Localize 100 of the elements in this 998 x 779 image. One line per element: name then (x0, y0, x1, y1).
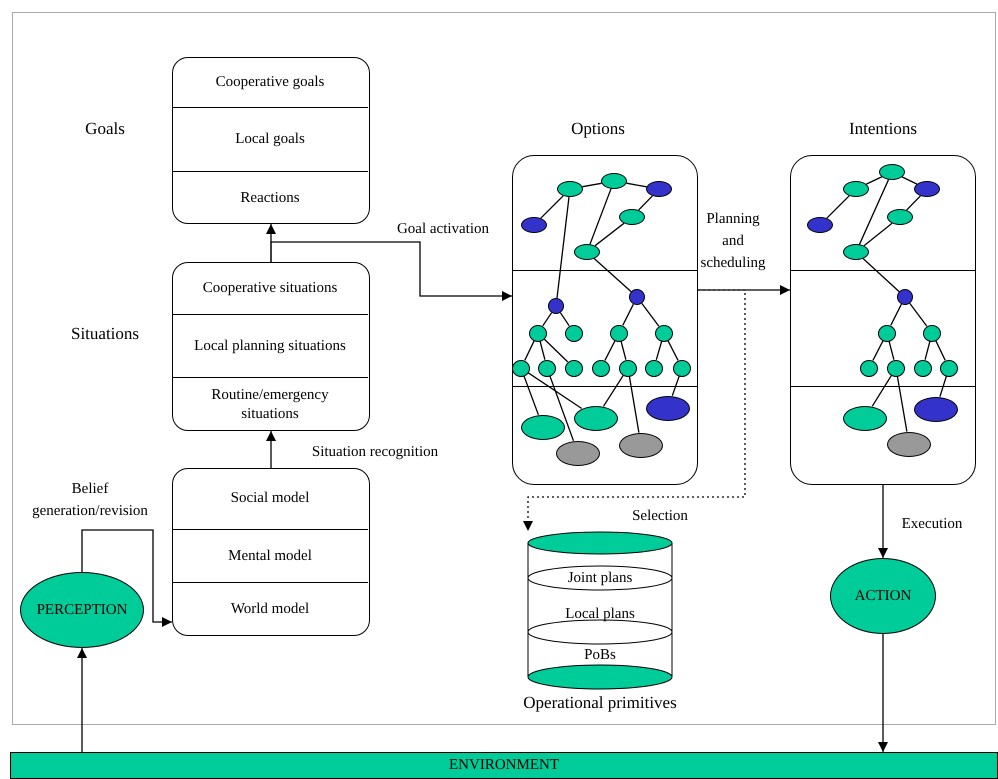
tree-node (610, 324, 628, 342)
connector-line (924, 341, 931, 360)
tree-node (914, 360, 932, 376)
tree-node (646, 181, 672, 197)
tree-node (887, 360, 905, 376)
section-heading: Intentions (849, 119, 917, 139)
arrow (523, 289, 746, 531)
connector-line (667, 340, 679, 361)
connector-line (864, 222, 892, 246)
tree-node (548, 298, 564, 314)
arrow (878, 634, 888, 752)
state-ellipse: PERCEPTION (20, 572, 144, 648)
panel-section: Cooperative situations (172, 262, 368, 315)
panel (172, 262, 370, 431)
tree-node (897, 289, 913, 305)
tree-node (914, 181, 940, 197)
panel-section: Reactions (172, 172, 368, 224)
connector-line (582, 182, 602, 188)
section-heading: Options (571, 119, 625, 139)
tree-node (923, 324, 941, 342)
environment-bar: ENVIRONMENT (10, 752, 998, 779)
connector-line (589, 188, 612, 244)
section-heading: Situations (71, 324, 139, 344)
panel-section: Local goals (172, 108, 368, 172)
arrow (878, 485, 888, 558)
connector-line (542, 312, 552, 326)
tree-node (529, 324, 547, 342)
connector-line (602, 374, 624, 407)
connector-line (890, 304, 902, 326)
connector-line (560, 312, 570, 326)
tree-node (878, 324, 896, 342)
connector-line (549, 376, 574, 442)
tree-node (673, 360, 691, 376)
tree-node (914, 396, 958, 422)
connector-line (523, 376, 539, 416)
tree-node (521, 414, 565, 440)
tree-node (512, 360, 530, 376)
tree-node (619, 209, 645, 225)
connector-line (539, 341, 546, 360)
tree-node (860, 360, 878, 376)
tree-node (619, 432, 663, 458)
tree-node (645, 360, 663, 376)
tree-node (655, 324, 673, 342)
cylinder-caption: Operational primitives (523, 693, 677, 713)
tree-node (565, 324, 583, 342)
panel-section: Routine/emergency situations (172, 378, 368, 431)
tree-node (887, 432, 931, 456)
connector-line (896, 376, 908, 432)
connector-line (604, 340, 616, 361)
tree-node (940, 360, 958, 376)
tree-node (807, 217, 833, 233)
tree-node (521, 217, 547, 233)
connector-line (628, 376, 640, 433)
panel (172, 468, 370, 636)
panel (790, 155, 976, 485)
connector-line (906, 195, 921, 211)
connector-line (626, 182, 647, 188)
connector-line (594, 222, 624, 246)
arrow (77, 648, 87, 752)
connector-line (672, 376, 680, 396)
tree-node (843, 244, 869, 260)
connector-line (641, 303, 660, 326)
tree-node (879, 164, 905, 180)
state-ellipse: ACTION (830, 558, 936, 634)
tree-node (601, 173, 627, 189)
connector-line (826, 195, 850, 219)
section-label: PoBs (583, 646, 617, 664)
tree-node (629, 289, 645, 305)
connector-line (939, 376, 948, 397)
tree-node (557, 181, 583, 197)
arrow (698, 285, 790, 295)
connector-line (872, 340, 884, 361)
connector-line (544, 338, 568, 362)
connector-line (935, 340, 946, 361)
connector-line (866, 176, 882, 185)
section-label: Joint plans (566, 569, 634, 587)
connector-line (556, 196, 570, 298)
tree-node (619, 360, 637, 376)
panel-section: World model (172, 583, 368, 636)
connector-line (872, 374, 892, 407)
panel-section: Social model (172, 468, 368, 530)
connector-line (862, 258, 900, 292)
connector-line (638, 195, 653, 211)
panel (172, 57, 370, 224)
tree-node (646, 396, 690, 420)
tree-node (574, 244, 600, 260)
tree-node (887, 209, 913, 225)
connector-line (524, 340, 535, 361)
tree-node (556, 440, 600, 466)
connector-line (594, 258, 632, 292)
connector-line (528, 372, 582, 410)
connector-line (622, 304, 634, 326)
arrow (81, 529, 172, 627)
connector-line (858, 179, 890, 245)
tree-node (538, 360, 556, 376)
panel-section: Cooperative goals (172, 57, 368, 108)
tree-node (574, 406, 618, 430)
arrow (266, 431, 276, 468)
panel-section: Mental model (172, 530, 368, 583)
tree-node (843, 406, 887, 430)
